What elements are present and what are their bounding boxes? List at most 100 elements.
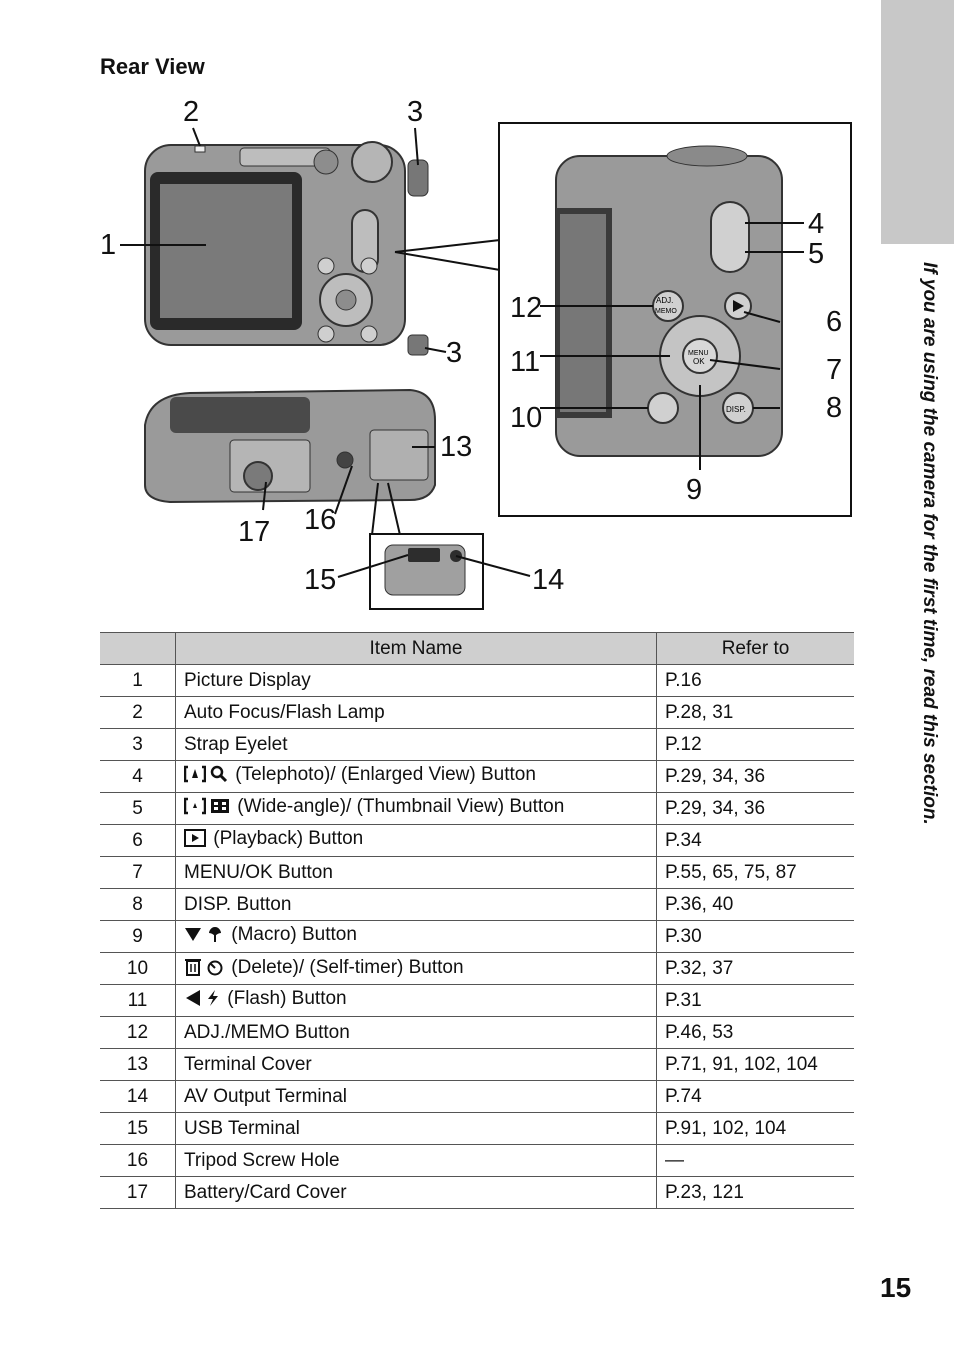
row-refer-to: P.71, 91, 102, 104 (656, 1048, 854, 1081)
left-arrow-icon (184, 989, 202, 1013)
table-row: 9 (Macro) Button P.30 (100, 920, 854, 953)
svg-text:DISP.: DISP. (726, 405, 746, 414)
callout-1: 1 (100, 229, 117, 261)
row-number: 7 (100, 856, 176, 889)
row-item-name: (Delete)/ (Self-timer) Button (175, 952, 657, 985)
flash-icon (206, 989, 220, 1013)
row-item-name: AV Output Terminal (175, 1080, 657, 1113)
row-refer-to: P.12 (656, 728, 854, 761)
row-refer-to: P.32, 37 (656, 952, 854, 985)
callout-3-lower: 3 (446, 337, 463, 369)
header-refer-to: Refer to (656, 632, 854, 665)
header-item-name: Item Name (175, 632, 657, 665)
row-refer-to: P.28, 31 (656, 696, 854, 729)
zoom-rocker (710, 201, 750, 273)
row-refer-to: P.29, 34, 36 (656, 760, 854, 793)
row-number: 16 (100, 1144, 176, 1177)
row-item-name: DISP. Button (175, 888, 657, 921)
row-number: 8 (100, 888, 176, 921)
wide-angle-icon (183, 797, 207, 821)
row-item-name: Picture Display (175, 664, 657, 697)
callout-2: 2 (183, 96, 200, 128)
item-name-text: (Flash) Button (227, 988, 347, 1009)
row-refer-to: P.91, 102, 104 (656, 1112, 854, 1145)
row-number: 5 (100, 792, 176, 825)
delete-icon (184, 956, 202, 982)
svg-text:ADJ.: ADJ. (656, 296, 673, 305)
row-number: 4 (100, 760, 176, 793)
callout-8: 8 (826, 392, 843, 424)
menu-ok-button-graphic (682, 338, 718, 374)
callout-17: 17 (238, 516, 271, 548)
row-number: 15 (100, 1112, 176, 1145)
row-item-name: Tripod Screw Hole (175, 1144, 657, 1177)
row-number: 1 (100, 664, 176, 697)
table-row: 4 (Telephoto)/ (Enlarged View) Button P.2… (100, 760, 854, 793)
table-header-row: Item Name Refer to (100, 632, 854, 665)
callout-3: 3 (407, 96, 424, 128)
row-item-name: (Flash) Button (175, 984, 657, 1017)
page-number: 15 (880, 1272, 912, 1303)
callout-5: 5 (808, 238, 825, 270)
row-item-name: (Telephoto)/ (Enlarged View) Button (175, 760, 657, 793)
down-arrow-icon (184, 925, 202, 949)
row-item-name: MENU/OK Button (175, 856, 657, 889)
row-number: 11 (100, 984, 176, 1017)
svg-text:OK: OK (693, 357, 705, 366)
self-timer-icon (206, 958, 224, 982)
svg-text:MENU: MENU (688, 350, 709, 357)
row-item-name: Terminal Cover (175, 1048, 657, 1081)
row-refer-to: P.30 (656, 920, 854, 953)
callout-11: 11 (510, 346, 541, 378)
row-number: 17 (100, 1176, 176, 1209)
telephoto-icon (183, 765, 207, 789)
callout-13: 13 (440, 431, 473, 463)
row-item-name: (Macro) Button (175, 920, 657, 953)
callout-16: 16 (304, 504, 337, 536)
row-item-name: (Playback) Button (175, 824, 657, 857)
row-refer-to: P.55, 65, 75, 87 (656, 856, 854, 889)
row-refer-to: — (656, 1144, 854, 1177)
section-title: Rear View (100, 54, 205, 79)
row-number: 14 (100, 1080, 176, 1113)
row-number: 9 (100, 920, 176, 953)
row-refer-to: P.23, 121 (656, 1176, 854, 1209)
thumbnail-icon (210, 797, 230, 821)
row-item-name: ADJ./MEMO Button (175, 1016, 657, 1049)
svg-text:MEMO: MEMO (655, 308, 677, 315)
callout-7: 7 (826, 354, 843, 386)
magnify-icon (210, 765, 228, 789)
row-item-name: (Wide-angle)/ (Thumbnail View) Button (175, 792, 657, 825)
row-number: 10 (100, 952, 176, 985)
item-name-text: (Playback) Button (213, 828, 364, 849)
row-item-name: Auto Focus/Flash Lamp (175, 696, 657, 729)
row-refer-to: P.16 (656, 664, 854, 697)
table-row: 5 (Wide-angle)/ (Thumbnail View) Button P… (100, 792, 854, 825)
row-refer-to: P.34 (656, 824, 854, 857)
camera-illustration: ADJ. MEMO MENU OK DISP. (120, 122, 852, 610)
section-side-tab (881, 0, 954, 244)
row-refer-to: P.29, 34, 36 (656, 792, 854, 825)
row-refer-to: P.31 (656, 984, 854, 1017)
callout-4: 4 (808, 208, 825, 240)
item-name-text: (Macro) Button (231, 924, 357, 945)
item-name-text: (Telephoto)/ (Enlarged View) Button (235, 764, 536, 785)
callout-10: 10 (510, 402, 543, 434)
row-refer-to: P.46, 53 (656, 1016, 854, 1049)
item-name-text: (Wide-angle)/ (Thumbnail View) Button (237, 796, 565, 817)
playback-icon (184, 829, 206, 853)
callout-15: 15 (304, 564, 337, 596)
row-number: 12 (100, 1016, 176, 1049)
